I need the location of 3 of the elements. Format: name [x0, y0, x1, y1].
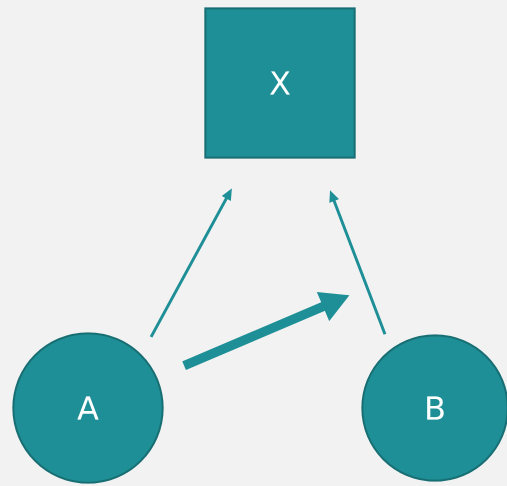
square-node: X: [204, 7, 356, 159]
circle-node: A: [12, 332, 164, 484]
circle-node: B: [361, 334, 507, 482]
